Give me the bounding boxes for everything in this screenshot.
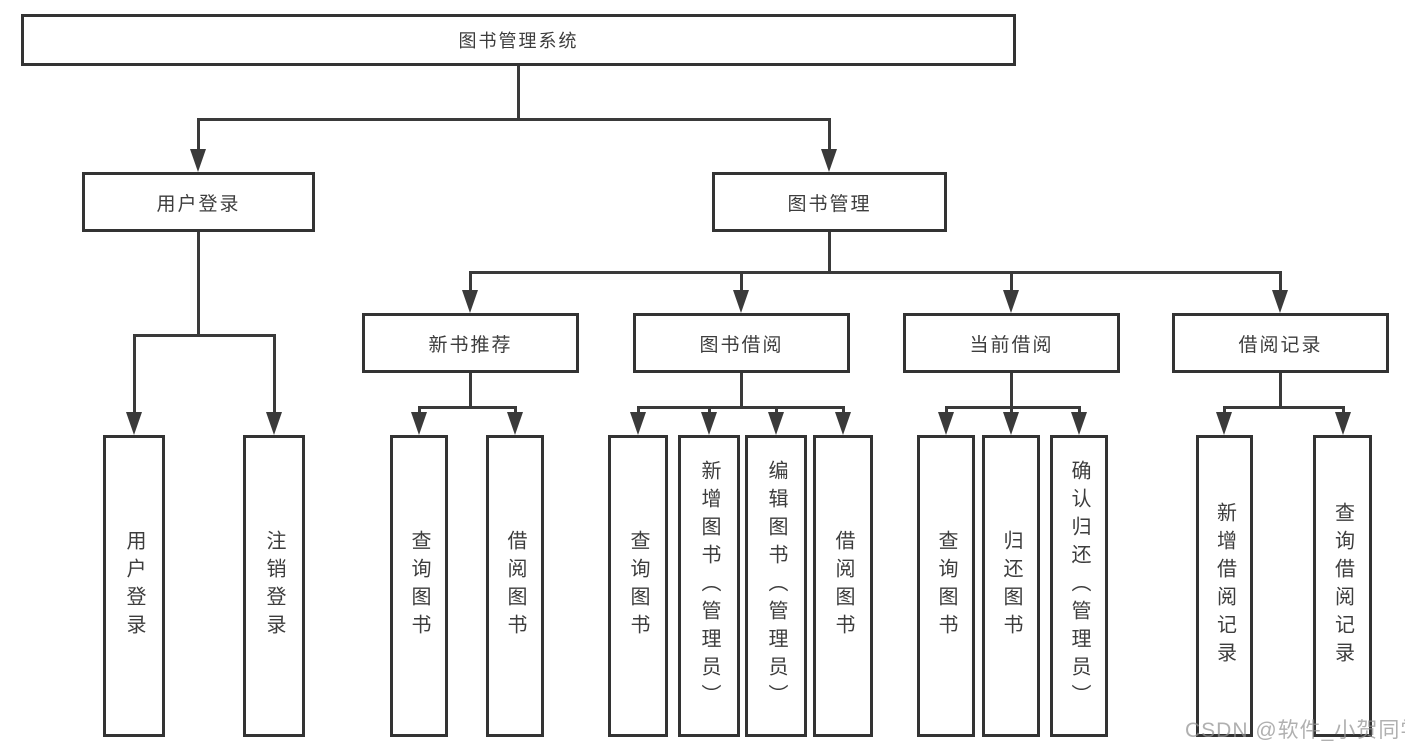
- connector-vline: [197, 118, 200, 152]
- connector-vline: [637, 406, 640, 415]
- leaf-add-borrow-record: 新增借阅记录: [1196, 435, 1253, 737]
- leaf-query-books-borrowing: 查询图书: [608, 435, 668, 737]
- connector-vline: [1223, 406, 1226, 415]
- arrowhead-down-icon: [821, 149, 837, 172]
- arrowhead-down-icon: [1272, 290, 1288, 313]
- node-book-borrowing: 图书借阅: [633, 313, 850, 373]
- leaf-borrow-books-recommend: 借阅图书: [486, 435, 544, 737]
- connector-vline: [1279, 373, 1282, 409]
- arrowhead-down-icon: [835, 412, 851, 435]
- arrowhead-down-icon: [701, 412, 717, 435]
- connector-vline: [133, 334, 136, 414]
- leaf-borrow-books-borrowing: 借阅图书: [813, 435, 873, 737]
- arrowhead-down-icon: [733, 290, 749, 313]
- arrowhead-down-icon: [1071, 412, 1087, 435]
- leaf-add-book-admin: 新增图书（管理员）: [678, 435, 740, 737]
- connector-vline: [418, 406, 421, 415]
- connector-vline: [197, 232, 200, 337]
- connector-hline: [133, 334, 276, 337]
- node-borrowing-records: 借阅记录: [1172, 313, 1389, 373]
- connector-vline: [1010, 271, 1013, 292]
- connector-vline: [775, 406, 778, 415]
- connector-hline: [945, 406, 1081, 409]
- connector-hline: [197, 118, 831, 121]
- arrowhead-down-icon: [1335, 412, 1351, 435]
- arrowhead-down-icon: [1003, 412, 1019, 435]
- leaf-return-book: 归还图书: [982, 435, 1040, 737]
- arrowhead-down-icon: [768, 412, 784, 435]
- connector-vline: [1279, 271, 1282, 292]
- connector-vline: [1010, 373, 1013, 409]
- connector-vline: [740, 271, 743, 292]
- leaf-query-books-current: 查询图书: [917, 435, 975, 737]
- arrowhead-down-icon: [411, 412, 427, 435]
- arrowhead-down-icon: [266, 412, 282, 435]
- leaf-query-books-recommend: 查询图书: [390, 435, 448, 737]
- connector-vline: [842, 406, 845, 415]
- watermark-text: CSDN @软件_小贺同学: [1185, 719, 1405, 742]
- node-book-management: 图书管理: [712, 172, 947, 232]
- connector-vline: [514, 406, 517, 415]
- connector-vline: [1010, 406, 1013, 415]
- arrowhead-down-icon: [190, 149, 206, 172]
- connector-vline: [273, 334, 276, 414]
- node-user-login: 用户登录: [82, 172, 315, 232]
- node-library-system: 图书管理系统: [21, 14, 1016, 66]
- arrowhead-down-icon: [630, 412, 646, 435]
- connector-vline: [828, 232, 831, 274]
- leaf-edit-book-admin: 编辑图书（管理员）: [745, 435, 807, 737]
- connector-vline: [740, 373, 743, 409]
- leaf-user-login: 用户登录: [103, 435, 165, 737]
- arrowhead-down-icon: [1003, 290, 1019, 313]
- node-new-book-recommend: 新书推荐: [362, 313, 579, 373]
- connector-vline: [945, 406, 948, 415]
- arrowhead-down-icon: [507, 412, 523, 435]
- connector-hline: [1223, 406, 1345, 409]
- connector-vline: [1078, 406, 1081, 415]
- arrowhead-down-icon: [938, 412, 954, 435]
- leaf-query-borrow-record: 查询借阅记录: [1313, 435, 1372, 737]
- leaf-logout: 注销登录: [243, 435, 305, 737]
- connector-vline: [1342, 406, 1345, 415]
- arrowhead-down-icon: [1216, 412, 1232, 435]
- arrowhead-down-icon: [462, 290, 478, 313]
- arrowhead-down-icon: [126, 412, 142, 435]
- connector-hline: [637, 406, 845, 409]
- leaf-confirm-return-admin: 确认归还（管理员）: [1050, 435, 1108, 737]
- connector-vline: [828, 118, 831, 152]
- connector-vline: [469, 271, 472, 292]
- connector-vline: [517, 66, 520, 120]
- node-current-borrowing: 当前借阅: [903, 313, 1120, 373]
- connector-hline: [418, 406, 517, 409]
- connector-hline: [469, 271, 1282, 274]
- connector-vline: [469, 373, 472, 409]
- connector-vline: [708, 406, 711, 415]
